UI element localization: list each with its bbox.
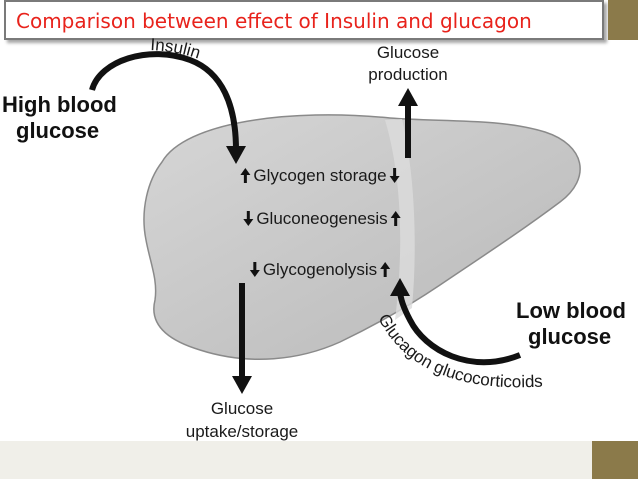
process-label: Glycogen storage xyxy=(253,166,386,185)
up-arrow-icon xyxy=(240,168,251,183)
liver-lobe-band xyxy=(385,119,415,320)
process-label: Glycogenolysis xyxy=(263,260,377,279)
title-bar: Comparison between effect of Insulin and… xyxy=(4,0,604,40)
page-title: Comparison between effect of Insulin and… xyxy=(16,9,532,33)
glucose-production-line2: production xyxy=(368,65,447,84)
down-arrow-icon xyxy=(389,168,400,183)
glucagon-arrowhead-icon xyxy=(390,278,410,296)
high-blood-glucose-line1: High blood xyxy=(2,92,117,117)
title-accent-block xyxy=(608,0,638,40)
process-label: Gluconeogenesis xyxy=(256,209,387,228)
glucose-uptake-line1: Glucose xyxy=(211,399,273,418)
up-arrow-icon xyxy=(390,211,401,226)
bottom-accent-block xyxy=(592,441,638,479)
glucose-uptake-line2: uptake/storage xyxy=(186,422,298,441)
low-blood-glucose-line2: glucose xyxy=(528,324,611,349)
process-rows: Glycogen storageGluconeogenesisGlycogeno… xyxy=(240,166,401,279)
glucagon-arrow xyxy=(397,289,522,366)
glucose-production-arrowhead-icon xyxy=(398,88,418,106)
down-arrow-icon xyxy=(249,262,260,277)
liver-shape xyxy=(143,114,581,361)
glucose-production-line1: Glucose xyxy=(377,43,439,62)
insulin-arrowhead-icon xyxy=(226,146,246,164)
insulin-arrow xyxy=(89,51,239,151)
bottom-band xyxy=(0,441,592,479)
up-arrow-icon xyxy=(380,262,391,277)
down-arrow-icon xyxy=(243,211,254,226)
glucose-uptake-arrowhead-icon xyxy=(232,376,252,394)
low-blood-glucose-line1: Low blood xyxy=(516,298,626,323)
high-blood-glucose-line2: glucose xyxy=(16,118,99,143)
